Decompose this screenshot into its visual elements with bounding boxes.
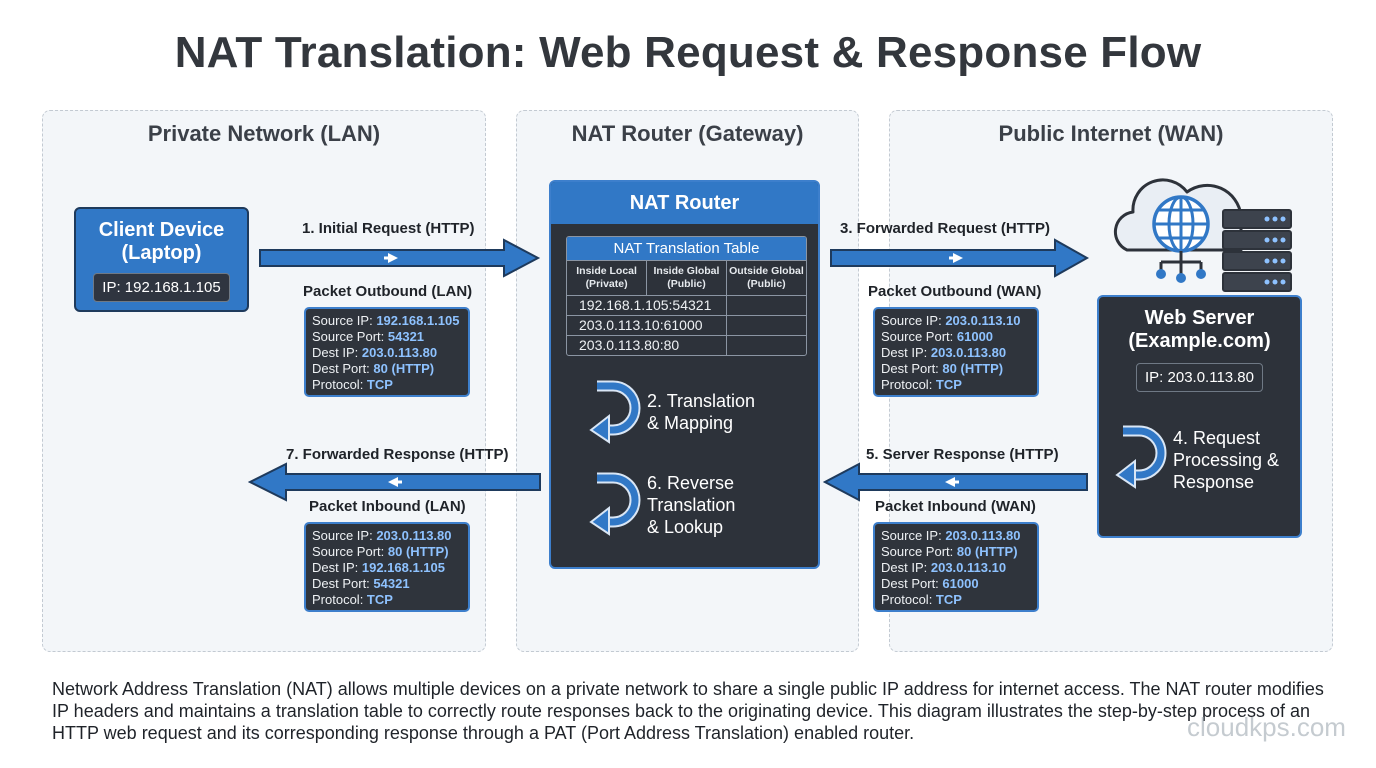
nat-table-cell: 192.168.1.105:54321 [567,294,727,316]
packet-value: 192.168.1.105 [361,560,445,575]
nat-translation-table: NAT Translation Table Inside Local(Priva… [566,236,807,356]
packet-value: 203.0.113.10 [930,560,1007,575]
watermark: cloudkps.com [1187,712,1346,742]
client-name-line1: Client Device [98,219,225,241]
server-rack-icon [1222,209,1292,292]
diagram-caption: Network Address Translation (NAT) allows… [52,679,1324,743]
arrow-label-server-response: 5. Server Response (HTTP) [866,446,1059,463]
cloud-globe-icon [1113,178,1292,292]
table-row: 203.0.113.80:80 [567,334,806,355]
zone-title-router: NAT Router (Gateway) [571,121,804,146]
packet-value: 80 (HTTP) [387,544,449,559]
zone-title-lan: Private Network (LAN) [147,121,381,146]
packet-value: 54321 [373,576,410,591]
packet-label-inbound-lan: Packet Inbound (LAN) [309,498,466,515]
nat-router-title: NAT Router [551,182,818,224]
arrow-label-initial-request: 1. Initial Request (HTTP) [302,220,475,237]
packet-value: 203.0.113.80 [376,528,452,543]
packet-label-inbound-wan: Packet Inbound (WAN) [875,498,1036,515]
client-device-box: Client Device (Laptop) IP: 192.168.1.105 [74,207,249,312]
packet-label-outbound-wan: Packet Outbound (WAN) [868,283,1042,300]
client-device-name: Client Device (Laptop) [76,219,247,265]
zone-title-wan: Public Internet (WAN) [998,121,1224,146]
packet-value: 203.0.113.80 [361,345,438,360]
nat-table-cell: 203.0.113.80:80 [567,334,727,355]
packet-value: 54321 [387,329,425,344]
right-arrow-icon [830,238,1090,278]
packet-value: 203.0.113.80 [945,528,1021,543]
web-server-box: Web Server (Example.com) IP: 203.0.113.8… [1097,295,1302,538]
packet-value: 192.168.1.105 [376,313,460,328]
nat-table-title: NAT Translation Table [567,237,806,261]
loop-arrow-icon [589,472,641,536]
packet-value: 80 (HTTP) [942,361,1004,376]
packet-value: 80 (HTTP) [373,361,435,376]
client-name-line2: (Laptop) [121,242,202,264]
arrow-label-forwarded-request: 3. Forwarded Request (HTTP) [840,220,1051,237]
packet-value: 203.0.113.10 [945,313,1021,328]
packet-outbound-lan: Source IP: 192.168.1.105 Source Port: 54… [304,307,470,397]
nat-table-cell: 203.0.113.10:61000 [567,314,727,336]
left-arrow-icon [823,462,1088,502]
packet-value: TCP [366,592,393,607]
web-server-name: Web Server (Example.com) [1128,307,1271,352]
nat-table-header: Inside Local(Private) [567,261,648,296]
arrow-label-forwarded-response: 7. Forwarded Response (HTTP) [286,446,509,463]
table-row: 203.0.113.10:61000 [567,314,806,336]
page-title: NAT Translation: Web Request & Response … [174,28,1202,77]
packet-inbound-lan: Source IP: 203.0.113.80 Source Port: 80 … [304,522,470,612]
packet-inbound-wan: Source IP: 203.0.113.80 Source Port: 80 … [873,522,1039,612]
packet-label-outbound-lan: Packet Outbound (LAN) [303,283,473,300]
nat-table-header: Inside Global(Public) [646,261,727,296]
loop-arrow-icon [1115,425,1167,489]
client-ip-badge: IP: 192.168.1.105 [93,273,230,302]
packet-value: 61000 [956,329,994,344]
step-translation-mapping: 2. Translation& Mapping [647,391,756,433]
server-ip-badge: IP: 203.0.113.80 [1136,363,1263,392]
packet-value: TCP [366,377,393,392]
nat-table-header: Outside Global(Public) [725,261,806,296]
packet-value: 203.0.113.80 [930,345,1007,360]
packet-outbound-wan: Source IP: 203.0.113.10 Source Port: 610… [873,307,1039,397]
packet-value: TCP [935,377,962,392]
nat-router-box: NAT Router NAT Translation Table Inside … [549,180,820,569]
right-arrow-icon [259,238,541,278]
packet-value: 61000 [942,576,979,591]
loop-arrow-icon [589,380,641,444]
packet-value: TCP [935,592,962,607]
left-arrow-icon [248,462,541,502]
table-row: 192.168.1.105:54321 [567,294,806,316]
packet-value: 80 (HTTP) [956,544,1018,559]
